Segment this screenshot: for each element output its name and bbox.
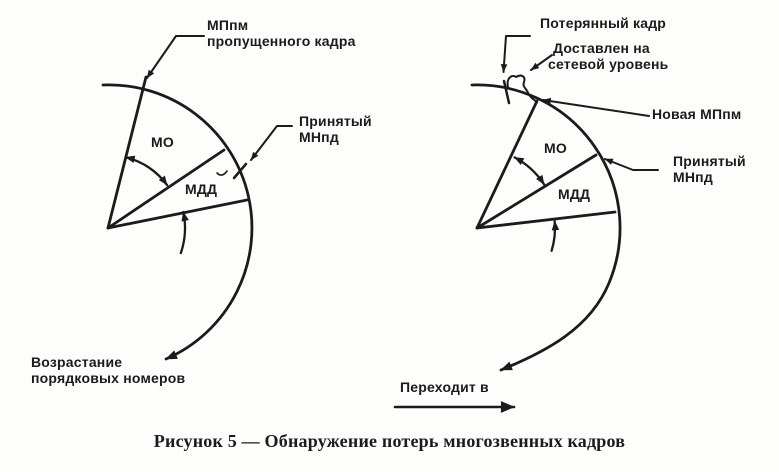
- label-received-right: Принятый МНпд: [673, 153, 746, 185]
- left-sequence-arc-arrow: [101, 83, 254, 361]
- right-radial-mo-mdd-divider: [475, 153, 598, 230]
- label-mo-right: МО: [544, 140, 567, 156]
- label-line: Возрастание: [31, 354, 123, 370]
- label-increase: Возрастание порядковых номеров: [31, 354, 185, 386]
- right-mo-angle-double-arrow: [513, 156, 546, 186]
- right-sequence-arc-arrow: [470, 83, 622, 372]
- delivered-leader-arrow: [530, 54, 553, 71]
- left-radial-mo-mdd-divider: [106, 148, 226, 230]
- left-radial-lower-line: [106, 198, 249, 230]
- label-delivered: Доставлен на сетевой уровень: [548, 40, 668, 72]
- label-mdd-right: МДД: [558, 186, 591, 202]
- label-line: МПпм: [207, 17, 249, 33]
- print-artifact-mark: [216, 170, 228, 176]
- lost-frame-tick: [502, 79, 511, 105]
- label-line: Принятый: [673, 153, 746, 169]
- lost-frame-squiggle: [506, 74, 538, 103]
- right-radial-lower-line: [475, 210, 617, 230]
- label-line: Принятый: [299, 113, 372, 129]
- label-mo-left: МО: [151, 134, 174, 150]
- left-diagram: [101, 35, 293, 361]
- label-received-left: Принятый МНпд: [299, 113, 372, 145]
- right-received-leader-arrow: [604, 158, 659, 171]
- figure-caption: Рисунок 5 — Обнаружение потерь многозвен…: [153, 431, 626, 451]
- label-line: МНпд: [673, 169, 713, 185]
- label-line: Доставлен на: [553, 40, 650, 56]
- left-radial-mppm-line: [106, 75, 148, 230]
- right-direction-arrow: [550, 220, 560, 252]
- new-mppm-leader-arrow: [542, 97, 650, 117]
- label-transition: Переходит в: [400, 379, 489, 395]
- label-line: пропущенного кадра: [207, 33, 356, 49]
- left-mppm-leader-arrow: [146, 35, 205, 79]
- label-line: сетевой уровень: [548, 56, 669, 72]
- label-line: порядковых номеров: [31, 370, 186, 386]
- left-direction-arrow: [179, 210, 189, 255]
- left-received-leader-arrow: [250, 125, 293, 161]
- label-missed-frame: МПпм пропущенного кадра: [207, 17, 356, 49]
- label-lost-frame: Потерянный кадр: [540, 15, 667, 31]
- left-received-tick: [232, 162, 248, 180]
- label-mdd-left: МДД: [185, 181, 218, 197]
- right-diagram: [393, 35, 659, 413]
- left-mo-angle-double-arrow: [124, 155, 169, 187]
- right-radial-new-mppm-line: [475, 99, 539, 230]
- label-new-mppm: Новая МПпм: [652, 106, 742, 122]
- lost-frame-leader-arrow: [500, 35, 531, 73]
- label-line: МНпд: [299, 129, 339, 145]
